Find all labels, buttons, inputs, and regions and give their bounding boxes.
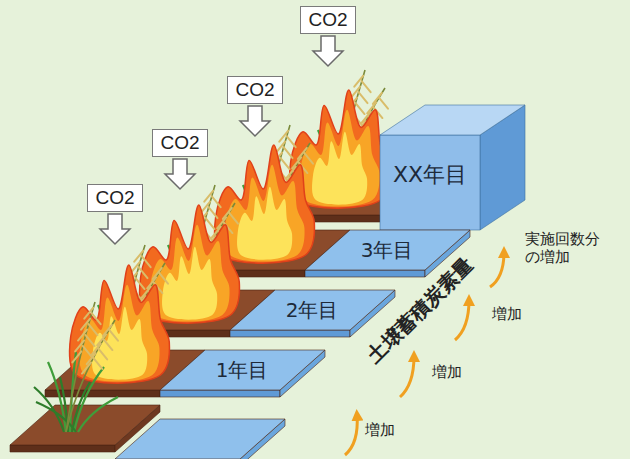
year-step: 3年目 <box>358 237 417 263</box>
increase-arrow <box>345 415 357 455</box>
pampas-plume <box>209 207 218 218</box>
year-text: 3年目 <box>361 238 414 262</box>
pampas-plume <box>142 256 151 267</box>
soil-steps <box>10 70 425 452</box>
pampas-stalk <box>66 302 95 432</box>
co2-arrow <box>313 36 343 66</box>
pampas-plume <box>204 191 213 202</box>
co2-box: CO2 <box>152 129 207 157</box>
co2-arrow <box>100 214 130 244</box>
carbon-step-top <box>160 350 325 390</box>
soil-step-front <box>10 445 115 452</box>
co2-box: CO2 <box>227 76 282 104</box>
pampas-plume <box>298 148 307 159</box>
increase-label: 増加 <box>432 363 462 381</box>
flame-inner <box>237 187 292 260</box>
flame-middle <box>149 225 229 322</box>
co2-arrow <box>165 159 195 189</box>
pampas-plume <box>212 196 221 207</box>
pampas-plume <box>136 278 145 289</box>
pampas-plume <box>93 358 102 369</box>
pampas-plume <box>279 131 288 142</box>
carbon-step-top <box>230 290 395 330</box>
pampas-plume <box>89 324 98 335</box>
carbon-step-front <box>230 330 350 337</box>
pampas-plume <box>103 339 112 350</box>
flame-outer <box>69 265 169 383</box>
carbon-step-front <box>305 270 425 277</box>
flame-middle <box>79 285 159 382</box>
carbon-steps <box>115 105 525 459</box>
flame-middle <box>224 165 304 262</box>
pampas-plume <box>284 147 293 158</box>
co2-arrow <box>240 106 270 136</box>
increase-arrow <box>490 252 504 287</box>
flame-inner <box>162 247 217 320</box>
co2-text: CO2 <box>235 79 274 101</box>
pampas-plume <box>134 251 143 262</box>
grass-blade <box>78 397 118 432</box>
pampas-plume <box>229 213 238 224</box>
co2-text: CO2 <box>160 132 199 154</box>
increase-arrow <box>455 300 469 340</box>
pampas-plume <box>92 313 101 324</box>
pampas-plume <box>304 153 313 164</box>
axis-label: 土壌蓄積炭素量 <box>362 252 478 368</box>
carbon-box-top <box>380 105 525 135</box>
pampas-plume <box>81 319 90 330</box>
flame-inner <box>312 132 367 205</box>
increase-label: 増加 <box>492 305 522 323</box>
co2-box: CO2 <box>87 184 142 212</box>
pampas-plume <box>78 330 87 341</box>
pampas-plume <box>356 103 365 114</box>
carbon-box-front <box>380 135 480 230</box>
increase-label: 増加 <box>365 421 395 439</box>
pampas-plume <box>97 334 106 345</box>
pampas-plume <box>83 346 92 357</box>
flame-inner <box>92 307 147 380</box>
carbon-step-top <box>305 230 470 270</box>
pampas-plume <box>281 158 290 169</box>
year-step: 2年目 <box>283 297 342 323</box>
pampas-plume <box>72 351 81 362</box>
pampas-plume <box>131 262 140 273</box>
carbon-step-front <box>160 390 280 397</box>
pampas-plume <box>201 202 210 213</box>
pampas-plume <box>354 76 363 87</box>
pampas-plume <box>109 330 118 341</box>
pampas-plume <box>84 308 93 319</box>
increase-arrow <box>400 356 414 397</box>
pampas-plume <box>139 267 148 278</box>
year-text: XX年目 <box>393 162 467 188</box>
pampas-plume <box>287 136 296 147</box>
pampas-plume <box>223 208 232 219</box>
grass-blade <box>74 367 104 432</box>
pampas-plume <box>362 81 371 92</box>
pampas-plume <box>159 273 168 284</box>
pampas-plume <box>359 92 368 103</box>
pampas-plume <box>373 93 382 104</box>
pampas-plume <box>153 268 162 279</box>
note-label: 実施回数分 の増加 <box>525 230 609 266</box>
year-step: 1年目 <box>213 357 272 383</box>
pampas-plume <box>75 340 84 351</box>
co2-text: CO2 <box>308 9 347 31</box>
pampas-plume <box>86 335 95 346</box>
co2-text: CO2 <box>95 187 134 209</box>
flame-middle <box>299 110 379 207</box>
carbon-step-top <box>115 419 285 459</box>
co2-box: CO2 <box>300 6 355 34</box>
pampas-plume <box>379 98 388 109</box>
year-step: XX年目 <box>390 161 470 189</box>
pampas-plume <box>98 348 107 359</box>
pampas-plume <box>276 142 285 153</box>
year-text: 1年目 <box>216 358 269 382</box>
pampas-plume <box>206 218 215 229</box>
pampas-plume <box>103 325 112 336</box>
pampas-stalk <box>66 320 115 432</box>
year-text: 2年目 <box>286 298 339 322</box>
pampas-plume <box>351 87 360 98</box>
